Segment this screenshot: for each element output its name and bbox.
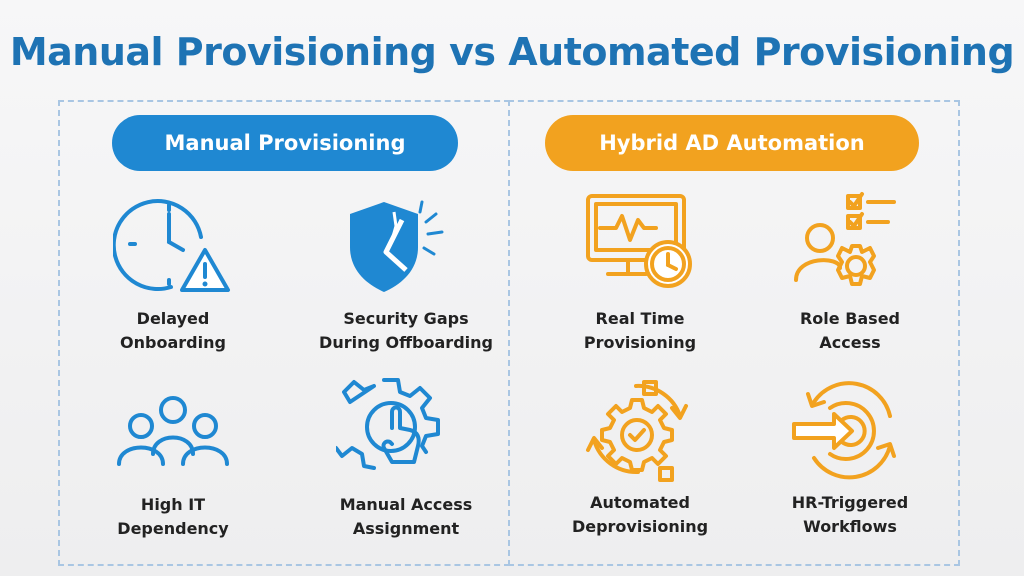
automation-header: Hybrid AD Automation	[545, 115, 919, 171]
clock-warning-icon	[113, 199, 230, 292]
page-title: Manual Provisioning vs Automated Provisi…	[9, 30, 1015, 74]
gear-cycle-check-icon	[586, 380, 688, 482]
people-group-icon	[117, 396, 229, 466]
gear-hand-icon	[336, 378, 440, 470]
broken-shield-icon	[350, 200, 444, 292]
automation-panel	[508, 100, 960, 566]
arrow-cycle-icon	[792, 381, 896, 480]
manual-header: Manual Provisioning	[112, 115, 458, 171]
monitor-clock-icon	[586, 194, 692, 288]
user-gear-checklist-icon	[794, 192, 896, 286]
